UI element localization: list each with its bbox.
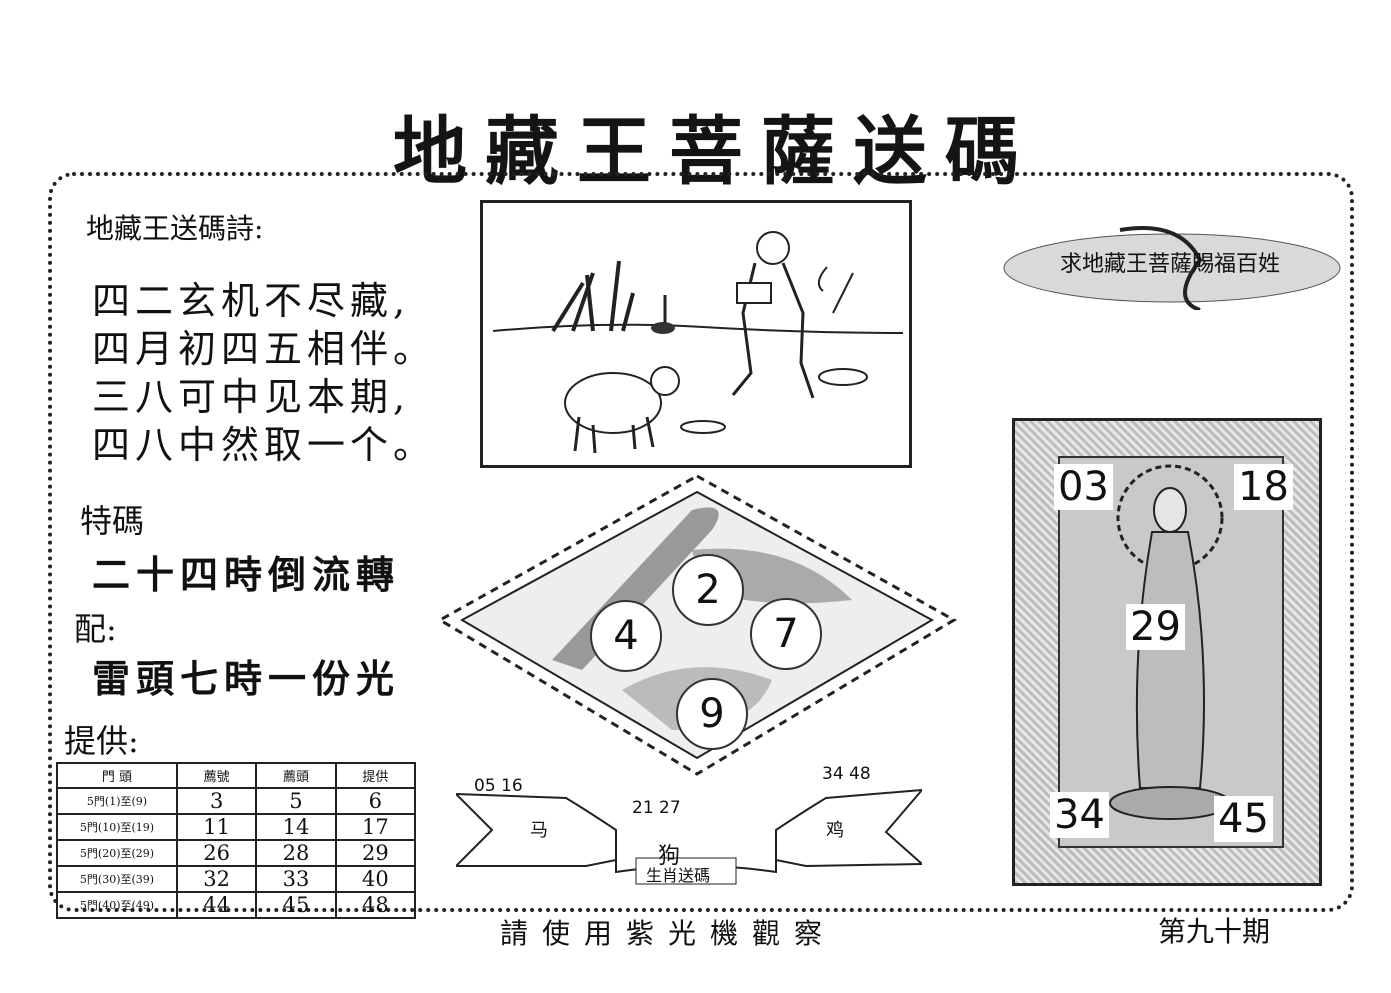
row-label: 5門(1)至(9) (56, 787, 178, 815)
table-cell: 29 (334, 839, 417, 867)
table-header: 提供 (334, 762, 417, 789)
number-ball: 7 (750, 598, 822, 670)
table-row: 5門(20)至(29) 26 28 29 (56, 839, 417, 867)
stamp-background (1003, 226, 1341, 312)
zodiac-center-numbers: 21 27 (632, 798, 681, 818)
table-cell: 48 (334, 891, 417, 919)
table-cell: 40 (334, 865, 417, 893)
table-cell: 14 (255, 813, 337, 841)
table-cell: 28 (255, 839, 337, 867)
table-header: 門 頭 (56, 762, 178, 789)
table-cell: 11 (175, 813, 258, 841)
row-label: 5門(30)至(39) (56, 865, 178, 893)
number-ball: 4 (590, 600, 662, 672)
panel-number-top-left: 03 (1054, 464, 1113, 510)
farmer-pig-drawing (492, 231, 904, 454)
zodiac-right-animal: 鸡 (826, 820, 844, 841)
poem-line: 四二玄机不尽藏, (92, 279, 411, 323)
number-table: 門 頭 薦號 薦頭 提供 5門(1)至(9) 3 5 6 5門(10)至(19)… (56, 762, 417, 919)
table-cell: 32 (175, 865, 258, 893)
match-text: 雷頭七時一份光 (92, 656, 401, 701)
footer-note: 請使用紫光機觀察 (500, 917, 837, 950)
match-label: 配: (74, 610, 117, 648)
poem-heading: 地藏王送碼詩: (86, 212, 264, 245)
table-cell: 33 (255, 865, 337, 893)
special-text: 二十四時倒流轉 (92, 552, 401, 597)
row-label: 5門(20)至(29) (56, 839, 178, 867)
provider-label: 提供: (64, 722, 139, 760)
table-cell: 3 (175, 787, 258, 815)
panel-number-bottom-right: 45 (1214, 796, 1273, 842)
zodiac-right-numbers: 34 48 (822, 764, 871, 784)
table-header-row: 門 頭 薦號 薦頭 提供 (56, 762, 417, 789)
page-title: 地藏王菩薩送碼 (393, 109, 1037, 195)
table-row: 5門(30)至(39) 32 33 40 (56, 865, 417, 893)
table-cell: 5 (255, 787, 337, 815)
table-row: 5門(40)至(49) 44 45 48 (56, 891, 417, 919)
number-ball: 2 (672, 554, 744, 626)
zodiac-left-animal: 马 (530, 820, 548, 841)
issue-number: 第九十期 (1158, 915, 1271, 948)
dotted-frame (48, 172, 1354, 912)
table-row: 5門(1)至(9) 3 5 6 (56, 787, 417, 815)
poem-line: 三八可中见本期, (92, 375, 411, 419)
table-header: 薦號 (175, 762, 258, 789)
table-cell: 6 (334, 787, 417, 815)
panel-number-bottom-left: 34 (1050, 792, 1109, 838)
table-cell: 44 (175, 891, 258, 919)
farmer-pig-illustration (480, 200, 912, 468)
table-cell: 26 (175, 839, 258, 867)
bodhisattva-figure (1058, 456, 1284, 848)
blessing-stamp (1000, 220, 1345, 312)
zodiac-banner (456, 788, 922, 885)
poem-line: 四月初四五相伴。 (92, 327, 437, 371)
zodiac-caption: 生肖送碼 (646, 866, 711, 885)
special-label: 特碼 (80, 502, 145, 540)
table-header: 薦頭 (255, 762, 337, 789)
table-cell: 17 (334, 813, 417, 841)
zodiac-left-numbers: 05 16 (474, 776, 523, 796)
number-ball: 9 (676, 678, 748, 750)
bodhisattva-drawing (1109, 464, 1231, 820)
table-cell: 45 (255, 891, 337, 919)
panel-number-top-right: 18 (1234, 464, 1293, 510)
row-label: 5門(40)至(49) (56, 891, 178, 919)
row-label: 5門(10)至(19) (56, 813, 178, 841)
poem-line: 四八中然取一个。 (92, 423, 437, 467)
table-row: 5門(10)至(19) 11 14 17 (56, 813, 417, 841)
zodiac-center-animal: 狗 (658, 844, 681, 869)
panel-number-center: 29 (1126, 604, 1185, 650)
stamp-text: 求地藏王菩薩賜福百姓 (1059, 252, 1280, 277)
